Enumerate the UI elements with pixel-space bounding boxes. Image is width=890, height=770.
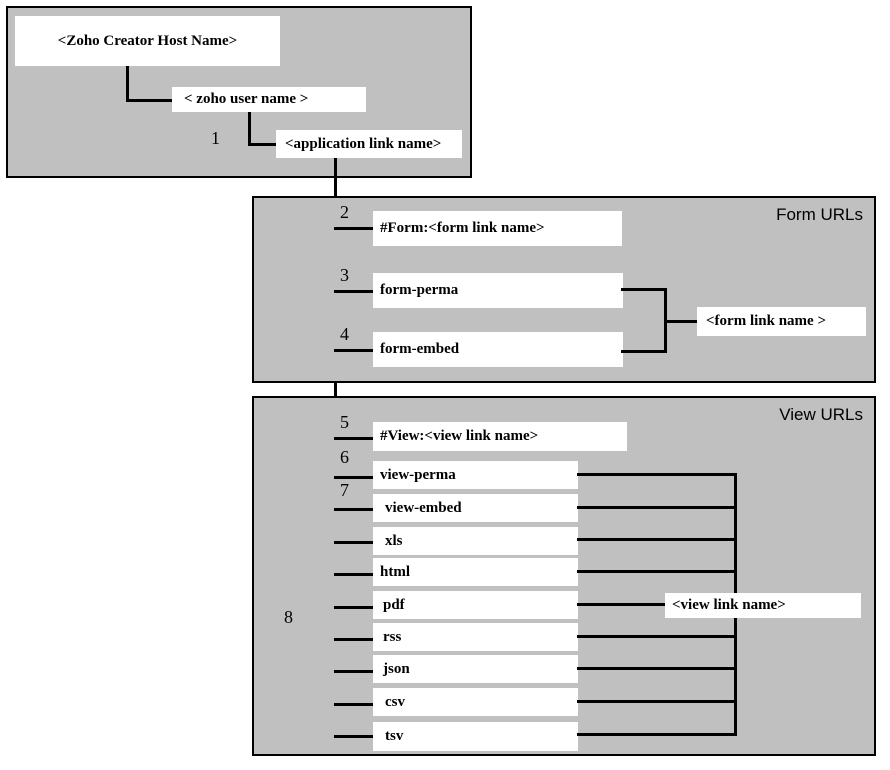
rail-view-rss: [577, 635, 737, 638]
connector-form-row-2: [334, 227, 376, 230]
rail-view-json: [577, 667, 737, 670]
connector-form-row-3: [334, 290, 376, 293]
connector-bracket-to-form-leaf: [664, 320, 700, 323]
node-view-html: html: [373, 558, 578, 586]
node-host: <Zoho Creator Host Name>: [15, 16, 280, 66]
connector-host-to-user-vertical: [126, 66, 129, 100]
connector-view-row-rss: [334, 638, 376, 641]
rail-view-pdf: [577, 603, 667, 606]
node-view-embed: view-embed: [373, 494, 578, 522]
step-number-7: 7: [340, 480, 349, 500]
node-form-link-name: <form link name >: [697, 307, 866, 336]
connector-view-row-6: [334, 476, 376, 479]
connector-view-row-tsv: [334, 735, 376, 738]
connector-view-row-5: [334, 437, 376, 440]
node-form-perma: form-perma: [373, 273, 623, 308]
rail-view-embed: [577, 506, 737, 509]
connector-user-to-app-vertical: [248, 112, 251, 144]
node-view-link-name: <view link name>: [665, 593, 861, 618]
connector-view-row-csv: [334, 703, 376, 706]
node-view-xls: xls: [373, 527, 578, 555]
step-number-5: 5: [340, 412, 349, 432]
node-form-embed: form-embed: [373, 332, 623, 367]
node-view-pdf: pdf: [373, 591, 578, 619]
step-number-1: 1: [211, 128, 220, 148]
step-number-2: 2: [340, 202, 349, 222]
node-view-json: json: [373, 655, 578, 683]
rail-view-xls: [577, 538, 737, 541]
connector-view-row-json: [334, 670, 376, 673]
connector-view-row-pdf: [334, 606, 376, 609]
step-number-8: 8: [284, 607, 293, 627]
node-application: <application link name>: [276, 130, 462, 158]
connector-form-embed-to-bracket: [621, 350, 667, 353]
form-panel-title: Form URLs: [776, 205, 863, 224]
node-view-perma: view-perma: [373, 461, 578, 489]
connector-user-to-app-horizontal: [248, 143, 279, 146]
connector-view-row-html: [334, 573, 376, 576]
rail-view-tsv: [577, 733, 737, 736]
rail-view-perma: [577, 473, 737, 476]
step-number-3: 3: [340, 265, 349, 285]
step-number-4: 4: [340, 324, 349, 344]
node-view-hash: #View:<view link name>: [373, 422, 627, 451]
view-panel-title: View URLs: [779, 405, 863, 424]
node-view-csv: csv: [373, 688, 578, 716]
connector-view-row-7: [334, 508, 376, 511]
step-number-6: 6: [340, 447, 349, 467]
rail-view-html: [577, 570, 737, 573]
connector-view-row-xls: [334, 541, 376, 544]
rail-view-csv: [577, 700, 737, 703]
node-form-hash: #Form:<form link name>: [373, 211, 622, 246]
node-view-tsv: tsv: [373, 722, 578, 751]
connector-form-perma-to-bracket: [621, 288, 667, 291]
node-user: < zoho user name >: [172, 87, 366, 112]
node-view-rss: rss: [373, 623, 578, 651]
connector-form-row-4: [334, 349, 376, 352]
connector-host-to-user-horizontal: [126, 99, 174, 102]
